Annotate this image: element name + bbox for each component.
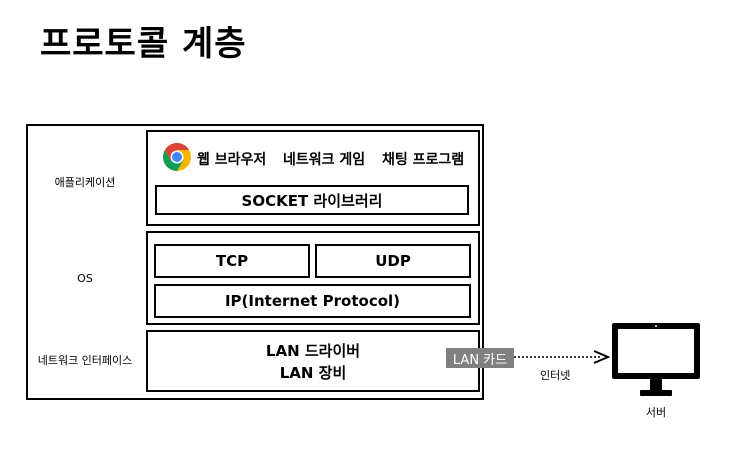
chrome-icon — [163, 143, 191, 171]
tcp-box: TCP — [154, 244, 310, 278]
udp-label: UDP — [375, 252, 411, 270]
socket-library-box: SOCKET 라이브러리 — [155, 185, 469, 215]
application-layer-label: 애플리케이션 — [54, 176, 116, 189]
network-interface-layer-label: 네트워크 인터페이스 — [37, 354, 133, 367]
internet-label: 인터넷 — [540, 369, 571, 382]
socket-library-label: SOCKET 라이브러리 — [241, 191, 383, 210]
app-network-game: 네트워크 게임 — [283, 152, 366, 168]
server-label: 서버 — [645, 406, 667, 419]
lan-card-label: LAN 카드 — [446, 348, 514, 368]
monitor-icon — [612, 323, 700, 396]
tcp-label: TCP — [215, 252, 249, 270]
os-layer-label: OS — [77, 272, 93, 285]
ip-box: IP(Internet Protocol) — [154, 284, 471, 318]
app-chat-program: 채팅 프로그램 — [382, 152, 465, 168]
udp-box: UDP — [315, 244, 471, 278]
app-web-browser: 웹 브라우저 — [197, 152, 267, 168]
ip-label: IP(Internet Protocol) — [224, 292, 401, 310]
internet-connection-arrow — [514, 350, 611, 364]
application-layer-box — [146, 130, 480, 226]
page-title: 프로토콜 계층 — [40, 24, 247, 64]
lan-driver-label: LAN 드라이버 — [265, 342, 361, 360]
lan-device-label: LAN 장비 — [279, 364, 347, 382]
os-layer-box — [146, 231, 480, 325]
protocol-stack-frame — [26, 124, 484, 400]
